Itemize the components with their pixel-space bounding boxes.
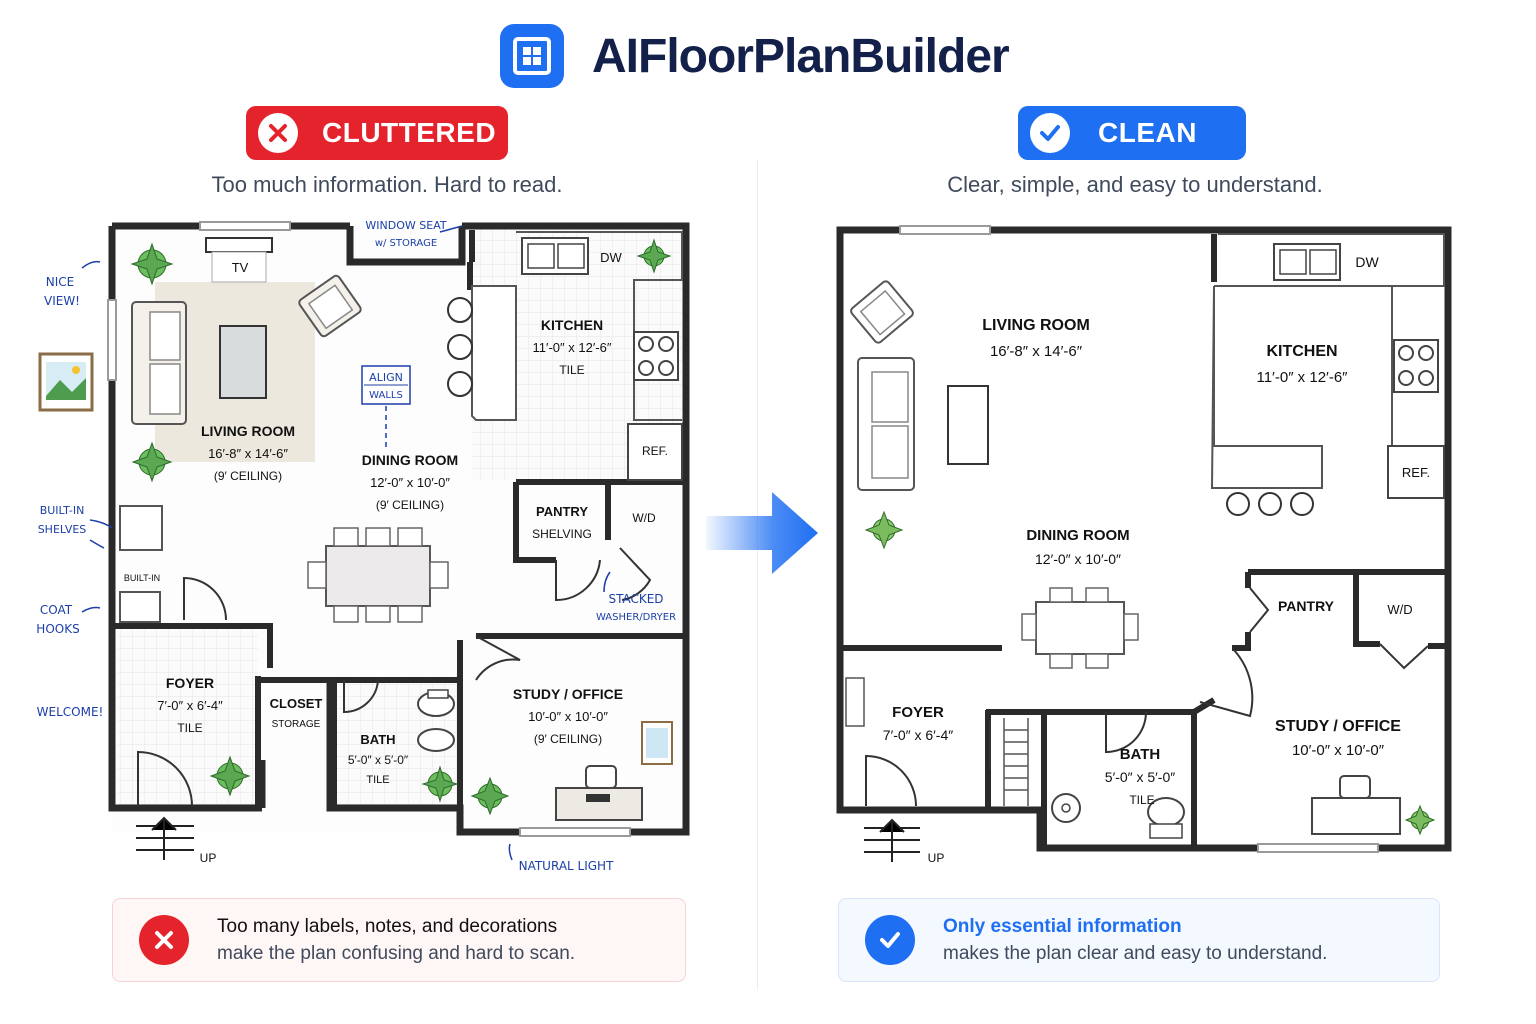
right-dining-dim: 12′-0″ x 10′-0″: [1035, 551, 1121, 567]
note-natural-light: NATURAL LIGHT: [519, 859, 614, 873]
clean-note-line2: makes the plan clear and easy to underst…: [943, 943, 1328, 964]
dining-extra: (9′ CEILING): [376, 498, 444, 512]
note-washer-dryer: WASHER/DRYER: [596, 612, 676, 623]
x-circle-icon: [139, 915, 189, 965]
cluttered-note-line2: make the plan confusing and hard to scan…: [217, 943, 576, 964]
note-welcome: WELCOME!: [37, 705, 104, 719]
clean-badge-label: CLEAN: [1098, 117, 1197, 148]
arrow-right-icon: [706, 492, 818, 574]
right-wd-label: W/D: [1387, 602, 1412, 617]
study-extra: (9′ CEILING): [534, 732, 602, 746]
right-up-label: UP: [928, 851, 945, 865]
right-foyer-dim: 7′-0″ x 6′-4″: [883, 727, 953, 743]
x-circle-icon: [258, 113, 298, 153]
cluttered-badge: CLUTTERED: [246, 106, 508, 160]
column-divider: [757, 160, 758, 990]
right-bath-extra: TILE: [1129, 793, 1154, 807]
bath-dim: 5′-0″ x 5′-0″: [348, 753, 409, 767]
right-kitchen-dim: 11′-0″ x 12′-6″: [1256, 369, 1348, 386]
clean-badge: CLEAN: [1018, 106, 1246, 160]
cluttered-note-line1: Too many labels, notes, and decorations: [217, 916, 558, 937]
right-bath-name: BATH: [1120, 746, 1161, 763]
right-study-dim: 10′-0″ x 10′-0″: [1292, 742, 1385, 759]
note-hooks: HOOKS: [36, 622, 79, 636]
dw-label: DW: [600, 250, 622, 265]
right-living-name: LIVING ROOM: [982, 317, 1090, 334]
kitchen-dim: 11′-0″ x 12′-6″: [533, 340, 612, 355]
right-subtitle: Clear, simple, and easy to understand.: [947, 172, 1323, 197]
living-dim: 16′-8″ x 14′-6″: [208, 446, 288, 461]
right-dw-label: DW: [1355, 254, 1379, 270]
right-study-name: STUDY / OFFICE: [1275, 718, 1401, 735]
pantry-extra: SHELVING: [532, 527, 592, 541]
right-foyer-name: FOYER: [892, 704, 944, 721]
bath-extra: TILE: [366, 774, 389, 786]
clean-note-line1: Only essential information: [943, 916, 1182, 937]
foyer-name: FOYER: [166, 675, 214, 691]
right-bath-dim: 5′-0″ x 5′-0″: [1105, 769, 1175, 785]
brand-name: AIFloorPlanBuilder: [592, 29, 1010, 83]
cluttered-badge-label: CLUTTERED: [322, 117, 497, 148]
living-extra: (9′ CEILING): [214, 469, 282, 483]
tv-label: TV: [232, 260, 249, 275]
left-subtitle: Too much information. Hard to read.: [211, 172, 563, 197]
note-window-seat: WINDOW SEAT: [365, 219, 446, 232]
left-up-label: UP: [200, 851, 217, 865]
cluttered-note: Too many labels, notes, and decorations …: [112, 898, 686, 982]
note-stacked: STACKED: [608, 592, 663, 606]
note-shelves: SHELVES: [38, 523, 87, 536]
builtin-label: BUILT-IN: [124, 573, 160, 583]
note-nice: NICE: [46, 275, 74, 289]
brand-header: AIFloorPlanBuilder: [500, 22, 1010, 90]
note-view: VIEW!: [44, 294, 80, 308]
note-coat: COAT: [40, 603, 73, 617]
right-dining-name: DINING ROOM: [1026, 527, 1129, 544]
cluttered-floor-plan: TV DW KITCHEN 11′-0″ x 12′-6″ TILE REF. …: [36, 219, 690, 873]
foyer-dim: 7′-0″ x 6′-4″: [157, 698, 223, 713]
study-name: STUDY / OFFICE: [513, 686, 623, 702]
pantry-name: PANTRY: [536, 504, 588, 519]
ref-label: REF.: [642, 444, 668, 458]
right-living-dim: 16′-8″ x 14′-6″: [990, 343, 1083, 360]
right-ref-label: REF.: [1402, 465, 1430, 480]
kitchen-name: KITCHEN: [541, 317, 603, 333]
check-circle-icon: [865, 915, 915, 965]
grid-plan-icon: [500, 24, 564, 88]
note-built-in: BUILT-IN: [40, 504, 85, 517]
closet-name: CLOSET: [270, 696, 323, 711]
dining-dim: 12′-0″ x 10′-0″: [370, 475, 450, 490]
clean-note: Only essential information makes the pla…: [838, 898, 1440, 982]
clean-floor-plan: LIVING ROOM 16′-8″ x 14′-6″ DW KITCHEN 1…: [836, 225, 1452, 865]
closet-extra: STORAGE: [272, 719, 321, 730]
wd-label: W/D: [632, 511, 656, 525]
dining-name: DINING ROOM: [362, 452, 458, 468]
note-walls: WALLS: [369, 390, 403, 401]
note-storage: w/ STORAGE: [375, 238, 437, 249]
foyer-extra: TILE: [177, 721, 202, 735]
study-dim: 10′-0″ x 10′-0″: [528, 709, 608, 724]
right-kitchen-name: KITCHEN: [1266, 343, 1337, 360]
kitchen-extra: TILE: [559, 363, 584, 377]
right-pantry-label: PANTRY: [1278, 598, 1335, 614]
living-name: LIVING ROOM: [201, 423, 295, 439]
note-align: ALIGN: [369, 371, 403, 384]
check-circle-icon: [1030, 113, 1070, 153]
bath-name: BATH: [360, 732, 395, 747]
